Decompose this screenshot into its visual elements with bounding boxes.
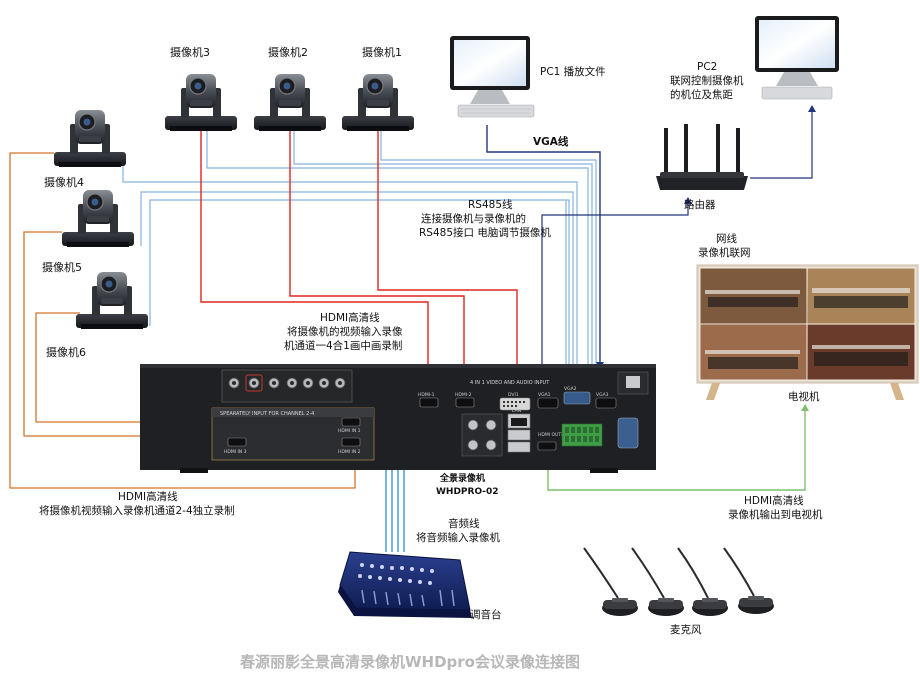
router-pc2-cable (750, 105, 816, 179)
hdmi-tv-label: HDMI高清线 录像机输出到电视机 (728, 494, 823, 521)
router-label: 路由器 (684, 198, 716, 211)
camera-6: 摄像机6 (46, 271, 149, 359)
camera-label: 摄像机4 (44, 175, 84, 189)
hdmi2-port: HDMI-2 (455, 392, 475, 408)
hdmi-in2-port: HDMI IN 2 (338, 437, 361, 455)
svg-text:HDMI-1: HDMI-1 (418, 392, 435, 398)
svg-text:HDMI IN 1: HDMI IN 1 (338, 428, 361, 434)
pc2-label-line3: 的机位及焦距 (670, 88, 733, 101)
svg-text:DVI1: DVI1 (508, 392, 519, 398)
dvi-port: DVI1 (499, 392, 531, 411)
camera-5: 摄像机5 (42, 189, 135, 274)
audio-mixer: 调音台 (338, 551, 502, 621)
svg-text:音频线: 音频线 (448, 517, 480, 530)
svg-text:HDMI高清线: HDMI高清线 (320, 311, 380, 324)
tv-label: 电视机 (788, 390, 820, 403)
svg-text:LAN: LAN (512, 408, 521, 414)
pc2-monitor: PC2 联网控制摄像机 的机位及焦距 (670, 16, 839, 101)
hdmi-red-cables (200, 126, 521, 393)
hdmi-output-port: HDMI OUTPUT (537, 432, 570, 451)
network-label: 网线 录像机联网 (698, 232, 751, 259)
camera-1: 摄像机1 (341, 45, 415, 132)
vga2-port: VGA2 (563, 386, 591, 405)
svg-text:连接摄像机与录像机的: 连接摄像机与录像机的 (421, 212, 526, 225)
hdmi-in3-port: HDMI IN 3 (224, 437, 247, 455)
vga3-port: VGA3 (595, 392, 617, 409)
tv: 电视机 (696, 264, 919, 403)
panel-header: 4 IN 1 VIDEO AND AUDIO INPUT (470, 380, 550, 386)
svg-text:录像机输出到电视机: 录像机输出到电视机 (728, 508, 823, 521)
pc1-monitor: PC1 播放文件 (450, 36, 606, 118)
hdmi-tv-cable (547, 404, 809, 491)
recorder-label-line1: 全景录像机 (439, 472, 485, 484)
camera-label: 摄像机6 (46, 345, 86, 359)
pc1-label: PC1 播放文件 (540, 65, 606, 78)
svg-text:VGA3: VGA3 (596, 392, 609, 398)
svg-text:录像机联网: 录像机联网 (698, 246, 751, 259)
hdmi-in1-port: HDMI IN 1 (338, 417, 361, 434)
svg-text:将音频输入录像机: 将音频输入录像机 (416, 531, 500, 544)
mic-label: 麦克风 (670, 624, 702, 636)
microphones: 麦克风 (583, 547, 774, 636)
vga-cable (486, 125, 604, 369)
svg-text:VGA1: VGA1 (538, 392, 551, 398)
recorder: 4 IN 1 VIDEO AND AUDIO INPUT HDMI-1 HDMI… (140, 364, 656, 497)
hdmi-main-label: HDMI高清线 将摄像机的视频输入录像 机通道一4合1画中画录制 (284, 311, 403, 352)
rs485-label: RS485线 连接摄像机与录像机的 RS485接口 电脑调节摄像机 (419, 198, 551, 239)
svg-text:机通道一4合1画中画录制: 机通道一4合1画中画录制 (284, 339, 402, 352)
svg-text:将摄像机的视频输入录像: 将摄像机的视频输入录像 (287, 325, 403, 338)
vga1-port: VGA1 (537, 392, 559, 409)
router: 路由器 (656, 124, 748, 211)
camera-2: 摄像机2 (253, 45, 327, 132)
camera-label: 摄像机5 (42, 260, 82, 274)
camera-3: 摄像机3 (164, 45, 238, 132)
camera-4: 摄像机4 (44, 109, 127, 189)
pc2-label-line1: PC2 (697, 61, 717, 73)
camera-label: 摄像机3 (170, 45, 210, 59)
camera-label: 摄像机2 (268, 45, 308, 59)
svg-text:HDMI高清线: HDMI高清线 (118, 490, 178, 503)
svg-text:HDMI IN 2: HDMI IN 2 (338, 449, 361, 455)
svg-text:HDMI OUTPUT: HDMI OUTPUT (538, 432, 570, 438)
rs485-cables (122, 125, 597, 368)
svg-text:RS485线: RS485线 (468, 198, 513, 211)
hdmi-bottom-label: HDMI高清线 将摄像机视频输入录像机通道2-4独立录制 (39, 490, 235, 517)
pc2-label-line2: 联网控制摄像机 (670, 74, 744, 87)
svg-text:网线: 网线 (716, 232, 737, 245)
channel-label: SPEARATELY INPUT FOR CHANNEL 2-4 (220, 411, 314, 417)
svg-text:HDMI-2: HDMI-2 (455, 392, 472, 398)
svg-text:HDMI IN 3: HDMI IN 3 (224, 449, 247, 455)
lan-port: LAN (507, 408, 531, 453)
recorder-label-line2: WHDPRO-02 (436, 487, 499, 497)
svg-text:RS485接口 电脑调节摄像机: RS485接口 电脑调节摄像机 (419, 226, 551, 239)
camera-label: 摄像机1 (362, 45, 402, 59)
rs485-terminal (561, 423, 603, 447)
svg-text:将摄像机视频输入录像机通道2-4独立录制: 将摄像机视频输入录像机通道2-4独立录制 (39, 504, 235, 517)
svg-text:HDMI高清线: HDMI高清线 (744, 494, 804, 507)
audio-label: 音频线 将音频输入录像机 (416, 517, 500, 544)
svg-text:VGA2: VGA2 (564, 386, 577, 392)
mixer-label: 调音台 (470, 608, 502, 621)
hdmi1-port: HDMI-1 (418, 392, 439, 408)
vga-label: VGA线 (533, 135, 569, 148)
diagram-title: 春源丽影全景高清录像机WHDpro会议录像连接图 (240, 653, 580, 671)
